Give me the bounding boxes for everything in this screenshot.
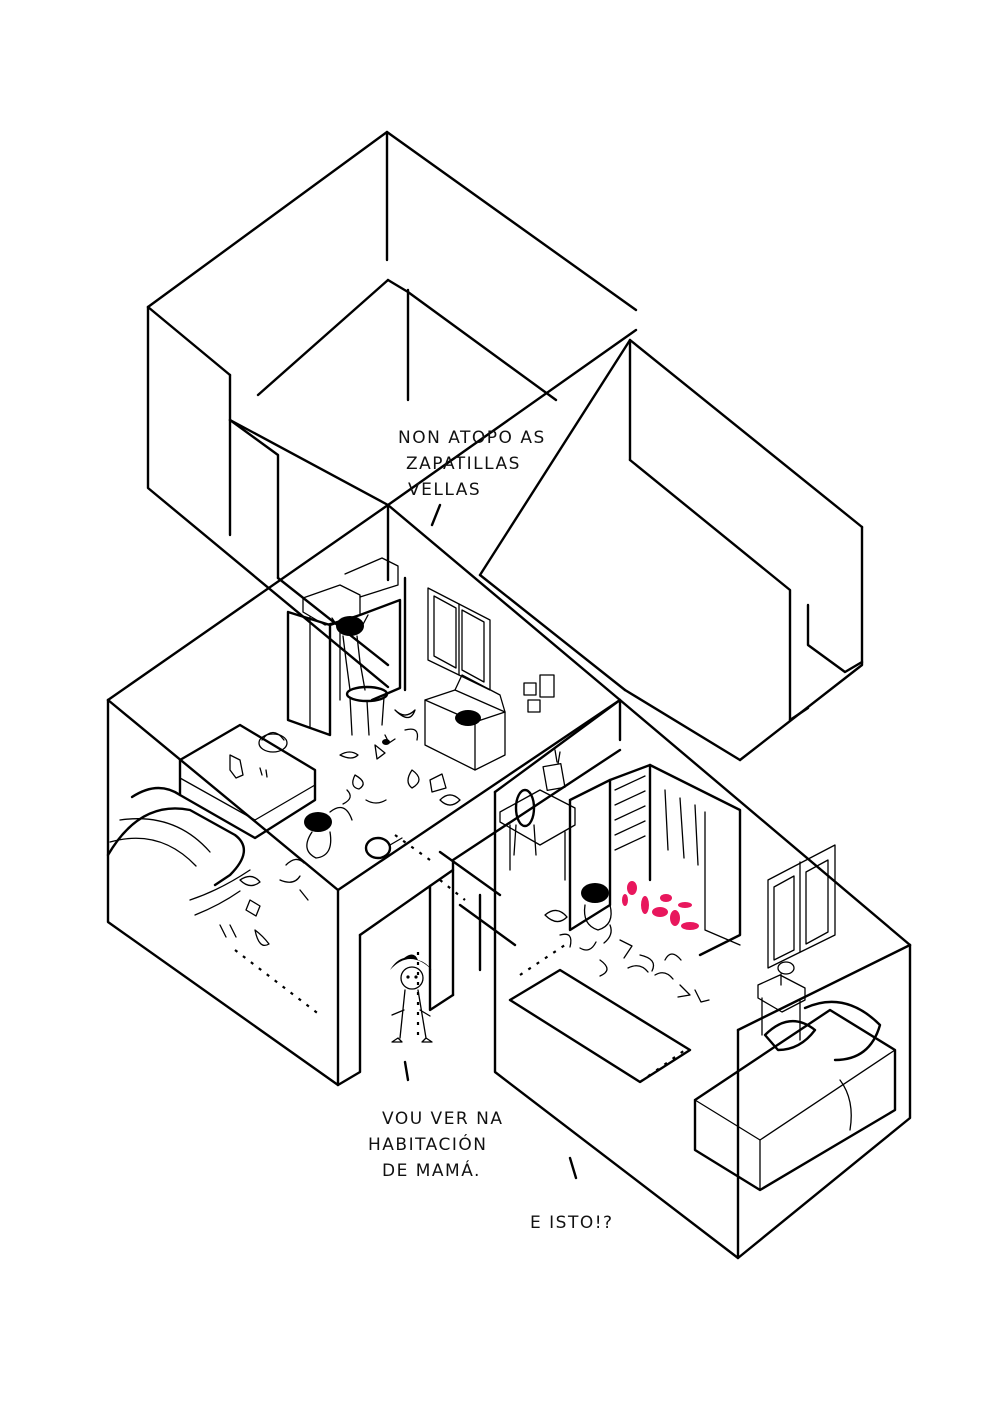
speech-bottom-left-line3: DE MAMÁ. (382, 1161, 481, 1181)
hallway (336, 748, 622, 1087)
speech-bottom-left: VOU VER NA HABITACIÓN DE MAMÁ. (368, 1106, 504, 1184)
speech-tail-top (430, 503, 442, 527)
speech-bottom-left-line2: HABITACIÓN (368, 1135, 488, 1155)
speech-bottom-right-line1: E ISTO!? (530, 1213, 614, 1233)
speech-top-line3: VELLAS (408, 480, 482, 500)
speech-top: NON ATOPO AS ZAPATILLAS VELLAS (398, 425, 546, 503)
messy-bedroom (106, 503, 622, 1087)
speech-top-line1: NON ATOPO AS (398, 428, 546, 448)
speech-tail-bottom-right (568, 1156, 578, 1180)
speech-bottom-left-line1: VOU VER NA (382, 1109, 504, 1129)
speech-top-line2: ZAPATILLAS (406, 454, 521, 474)
moms-bedroom (493, 698, 912, 1260)
speech-tail-bottom-left (403, 1060, 410, 1082)
top-right-room-outline (478, 338, 864, 762)
speech-bottom-right: E ISTO!? (530, 1210, 614, 1236)
